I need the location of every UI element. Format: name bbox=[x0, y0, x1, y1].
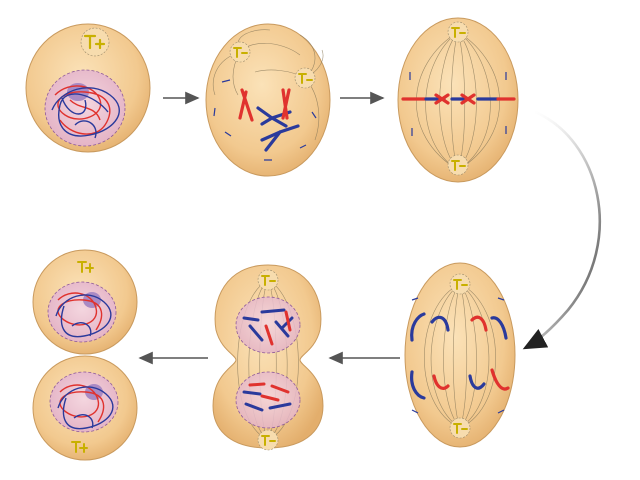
stage-4-centrosome-bottom-icon bbox=[450, 418, 470, 438]
stage-3-centrosome-bottom-icon bbox=[448, 155, 468, 175]
arrow-3-4 bbox=[525, 112, 600, 348]
stage-6-daughter-cell-bottom bbox=[33, 356, 137, 460]
stage-6-daughter-cell-top bbox=[33, 250, 137, 354]
stage-3-cell bbox=[398, 18, 518, 182]
stage-5-cell bbox=[213, 265, 323, 450]
stage-5-nucleus-top bbox=[236, 297, 300, 353]
stage-2-centrosome-icon bbox=[230, 42, 250, 62]
stage-5-centrosome-top-icon bbox=[258, 270, 278, 290]
stage-5-centrosome-bottom-icon bbox=[258, 430, 278, 450]
stage-1-centrosome-icon bbox=[81, 28, 109, 56]
stage-5-nucleus-bottom bbox=[236, 372, 300, 428]
stage-2-centrosome-2-icon bbox=[295, 68, 315, 88]
stage-4-centrosome-top-icon bbox=[450, 274, 470, 294]
stage-3-centrosome-top-icon bbox=[448, 22, 468, 42]
stage-6-bottom-nucleus bbox=[50, 372, 118, 432]
stage-4-cell bbox=[405, 263, 515, 447]
stage-1-nucleus bbox=[45, 70, 125, 146]
stage-1-cell bbox=[26, 24, 150, 152]
stage-6-top-nucleus bbox=[48, 282, 116, 342]
stage-2-cell bbox=[206, 24, 330, 176]
